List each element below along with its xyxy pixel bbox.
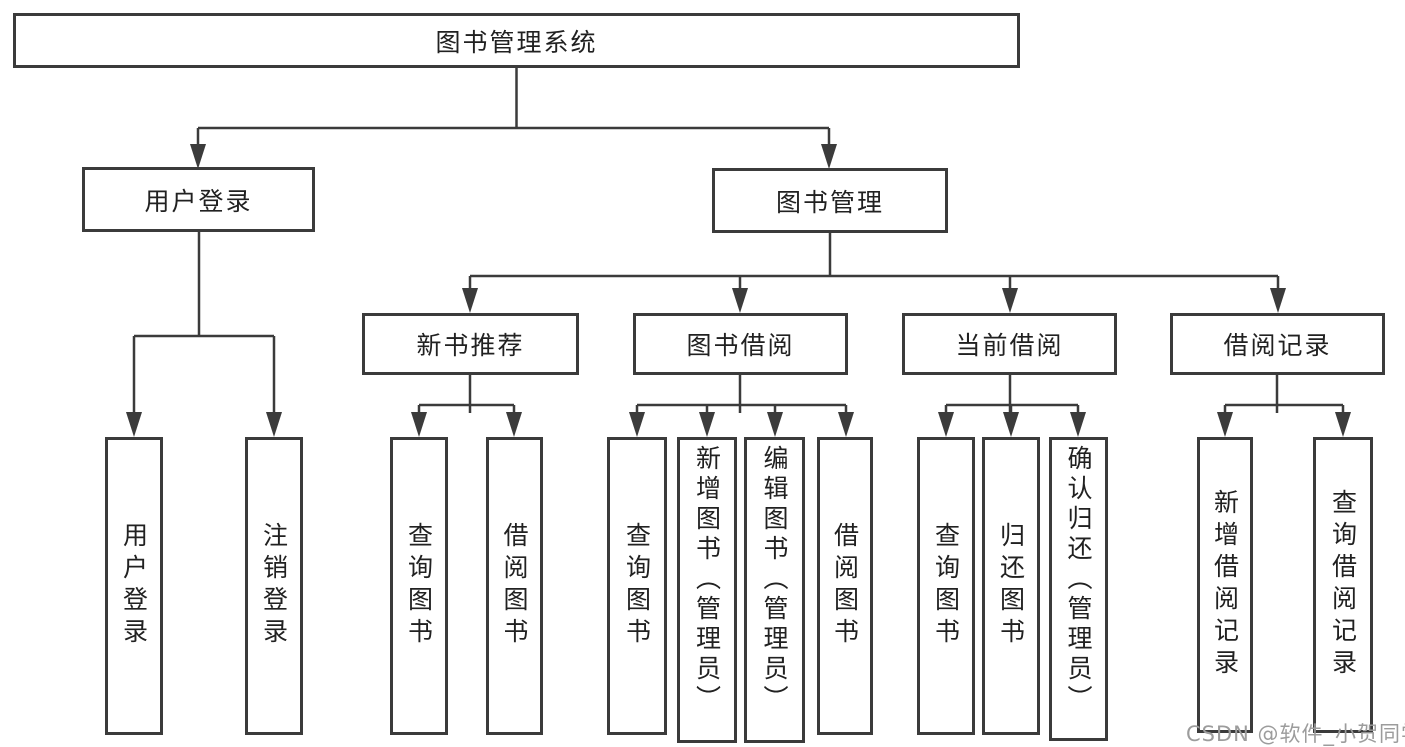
leaf-logout: 注销登录 — [245, 437, 303, 735]
leaf-add-borrow-record: 新增借阅记录 — [1197, 437, 1253, 733]
node-user-login: 用户登录 — [82, 167, 315, 232]
arrowheads — [126, 144, 1351, 437]
edge-user-login-to-leaves — [132, 232, 276, 414]
leaf-query-books-3: 查询图书 — [917, 437, 975, 735]
leaf-confirm-return-admin: 确认归还（管理员） — [1049, 437, 1108, 741]
leaf-borrow-books-2: 借阅图书 — [817, 437, 873, 735]
edge-book-management-to-level3 — [468, 233, 1280, 290]
node-library-management-system: 图书管理系统 — [13, 13, 1020, 68]
leaf-query-borrow-record: 查询借阅记录 — [1313, 437, 1373, 733]
leaf-return-books: 归还图书 — [982, 437, 1040, 735]
edge-book-borrow-to-leaves — [635, 375, 848, 414]
node-borrowing-records: 借阅记录 — [1170, 313, 1385, 375]
node-book-management: 图书管理 — [712, 168, 948, 233]
node-book-borrowing: 图书借阅 — [633, 313, 848, 375]
leaf-query-books-1: 查询图书 — [390, 437, 448, 735]
leaf-user-login: 用户登录 — [105, 437, 163, 735]
leaf-borrow-books-1: 借阅图书 — [486, 437, 543, 735]
edge-current-borrow-to-leaves — [944, 375, 1080, 414]
node-current-borrowing: 当前借阅 — [902, 313, 1117, 375]
edge-new-book-rec-to-leaves — [417, 375, 516, 414]
csdn-watermark: CSDN @软件_小贺同学 — [1186, 722, 1405, 746]
leaf-add-books-admin: 新增图书（管理员） — [677, 437, 737, 743]
edge-root-to-level2 — [196, 68, 831, 146]
leaf-query-books-2: 查询图书 — [607, 437, 667, 735]
edge-borrow-records-to-leaves — [1223, 375, 1345, 414]
node-new-book-recommendation: 新书推荐 — [362, 313, 579, 375]
leaf-edit-books-admin: 编辑图书（管理员） — [744, 437, 805, 743]
